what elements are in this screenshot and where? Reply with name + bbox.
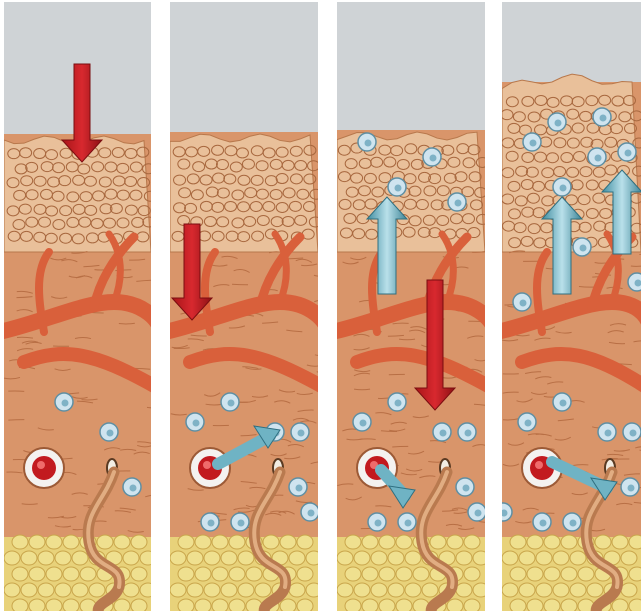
fat-layer	[4, 535, 151, 611]
fat-layer	[170, 535, 318, 611]
air-region	[170, 2, 318, 152]
panel-stage-1	[4, 2, 151, 611]
panel-stage-4	[502, 2, 641, 611]
fat-layer	[337, 535, 485, 611]
red-blood-cell	[32, 456, 56, 480]
panel-stage-2	[170, 2, 318, 611]
air-region	[337, 2, 485, 150]
panel-stage-3	[337, 2, 485, 611]
